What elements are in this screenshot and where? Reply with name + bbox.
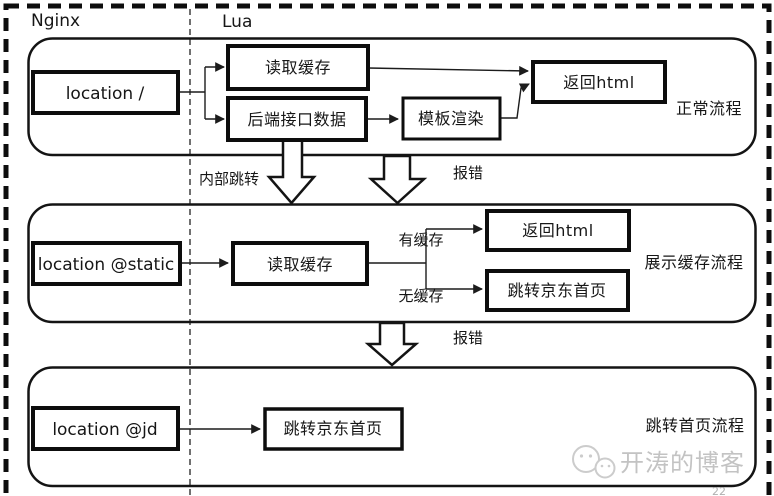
node-location-static-label: location @static — [38, 255, 175, 275]
blog-logo-icon — [572, 445, 616, 479]
label-internal-redirect: 内部跳转 — [199, 170, 259, 188]
node-template-render-label: 模板渲染 — [418, 109, 484, 128]
node-template-render — [401, 96, 502, 141]
node-location-static — [31, 241, 182, 286]
lane-label-lua: Lua — [222, 12, 252, 32]
label-no-cache: 无缓存 — [398, 287, 443, 305]
node-return-html-2-label: 返回html — [522, 221, 593, 240]
node-return-html-2 — [485, 209, 631, 252]
hollow-arrow-error-2 — [364, 321, 420, 367]
label-error-top: 报错 — [453, 164, 483, 182]
node-redirect-jd-2 — [263, 407, 404, 451]
connector-readcache-to-returnhtml — [367, 65, 529, 76]
node-read-cache-1 — [226, 44, 370, 91]
page-number: 22 — [712, 485, 726, 496]
watermark-text: 开涛的博客 — [620, 449, 745, 477]
connector-template-to-returnhtml — [500, 83, 530, 119]
node-backend-api-label: 后端接口数据 — [247, 110, 346, 129]
node-read-cache-2-label: 读取缓存 — [267, 255, 333, 274]
node-return-html-1-label: 返回html — [563, 73, 634, 92]
node-location-jd-label: location @jd — [52, 420, 157, 440]
node-location-root-label: location / — [66, 84, 145, 104]
hollow-arrow-internal-redirect — [266, 138, 317, 205]
label-error-bottom: 报错 — [453, 329, 483, 347]
label-has-cache: 有缓存 — [398, 231, 443, 249]
section-redirect-flow — [27, 366, 757, 488]
node-return-html-1 — [531, 60, 667, 104]
lane-label-nginx: Nginx — [31, 11, 80, 31]
label-cache-flow-title: 展示缓存流程 — [644, 253, 743, 272]
connector-cache-junction — [368, 229, 427, 289]
node-read-cache-2 — [231, 241, 369, 286]
hollow-arrow-error-1 — [367, 154, 428, 205]
node-location-jd — [31, 406, 180, 451]
node-backend-api — [226, 96, 368, 142]
node-location-root — [31, 70, 180, 115]
outer-dashed-border — [3, 3, 772, 496]
connector-split-root — [178, 67, 206, 119]
node-redirect-jd-1 — [485, 269, 630, 312]
node-redirect-jd-2-label: 跳转京东首页 — [283, 419, 382, 438]
label-redirect-flow-title: 跳转首页流程 — [645, 416, 744, 435]
label-normal-flow-title: 正常流程 — [676, 99, 742, 118]
node-redirect-jd-1-label: 跳转京东首页 — [507, 281, 606, 300]
node-read-cache-1-label: 读取缓存 — [265, 58, 331, 77]
